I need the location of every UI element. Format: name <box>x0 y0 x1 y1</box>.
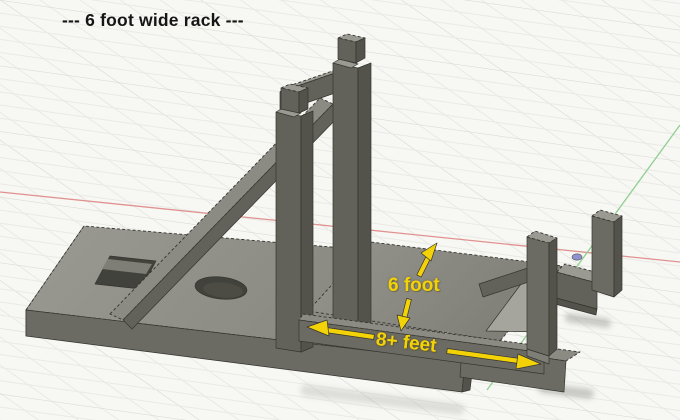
depth-dimension-label: 6 foot <box>388 275 440 296</box>
depth-arrow-down-head <box>396 314 411 332</box>
rectangular-slot-cutout <box>94 255 157 290</box>
end-hook-bar <box>526 230 558 365</box>
depth-arrow-up-head <box>420 242 438 262</box>
dimension-arrows <box>306 242 542 370</box>
frame-front-post <box>275 83 314 353</box>
origin-marker <box>571 253 583 261</box>
title-annotation: --- 6 foot wide rack --- <box>62 10 244 30</box>
frame-back-post <box>332 33 372 331</box>
width-arrow-left-head <box>306 319 330 337</box>
round-hole <box>194 276 248 300</box>
detached-hook <box>554 209 623 316</box>
width-arrow-right-head <box>515 353 542 370</box>
